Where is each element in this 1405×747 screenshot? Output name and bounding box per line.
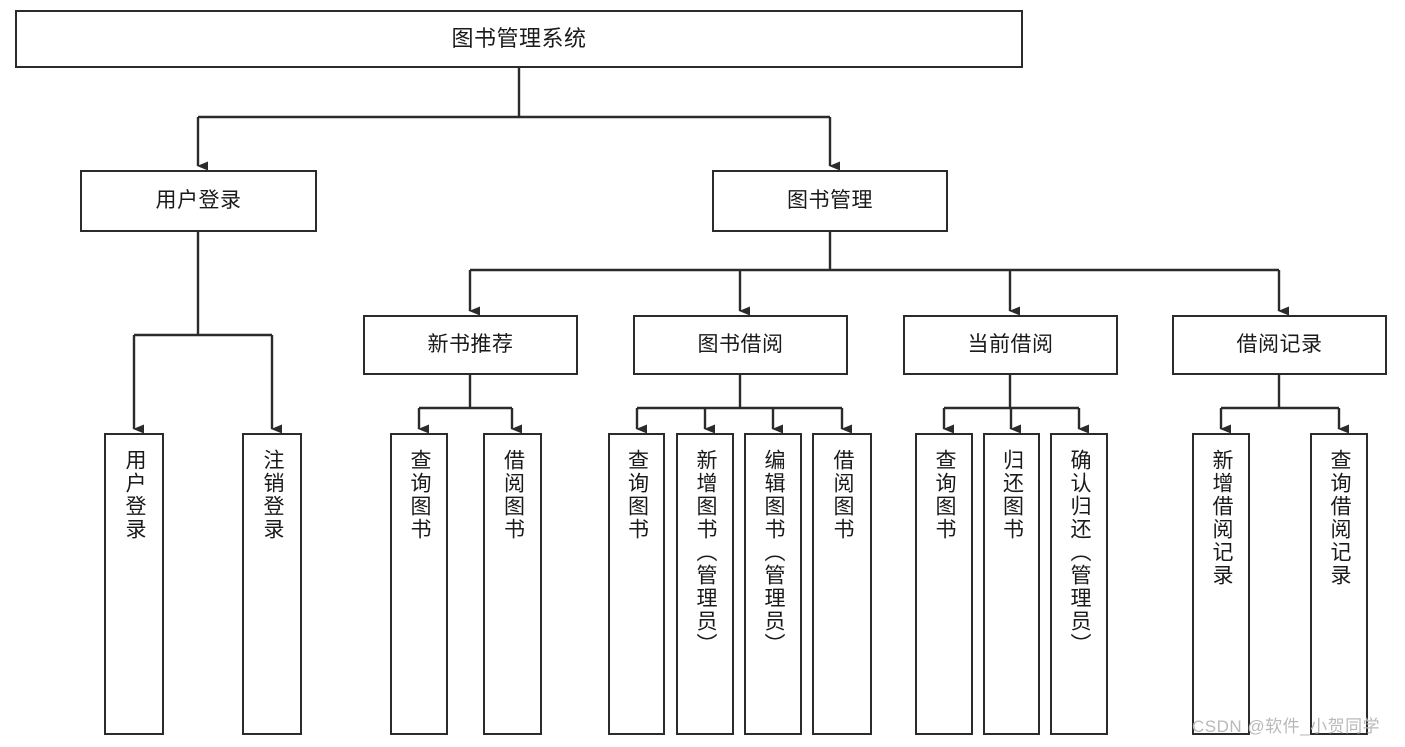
node-leaf-borrow-book-1-label: 借阅图书 xyxy=(501,449,525,541)
node-leaf-logout[interactable]: 注销登录 xyxy=(242,433,302,735)
node-leaf-borrow-book-1[interactable]: 借阅图书 xyxy=(483,433,542,735)
node-leaf-edit-book[interactable]: 编辑图书（管理员） xyxy=(744,433,802,735)
node-leaf-query-record-label: 查询借阅记录 xyxy=(1328,449,1352,587)
node-leaf-return-book[interactable]: 归还图书 xyxy=(983,433,1040,735)
node-current-borrow-label: 当前借阅 xyxy=(967,332,1054,356)
node-root[interactable]: 图书管理系统 xyxy=(15,10,1023,68)
node-book-borrow[interactable]: 图书借阅 xyxy=(633,315,848,375)
node-leaf-add-book-label: 新增图书（管理员） xyxy=(694,449,718,656)
node-leaf-add-record-label: 新增借阅记录 xyxy=(1210,449,1234,587)
node-leaf-confirm-return-label: 确认归还（管理员） xyxy=(1068,449,1092,656)
node-user-login-label: 用户登录 xyxy=(155,188,242,212)
node-leaf-query-record[interactable]: 查询借阅记录 xyxy=(1310,433,1368,735)
node-leaf-logout-label: 注销登录 xyxy=(261,449,285,541)
node-root-label: 图书管理系统 xyxy=(451,26,587,52)
node-leaf-query-book-2-label: 查询图书 xyxy=(625,449,649,541)
node-leaf-add-record[interactable]: 新增借阅记录 xyxy=(1192,433,1250,735)
node-new-book-recommend[interactable]: 新书推荐 xyxy=(363,315,578,375)
node-leaf-user-login-label: 用户登录 xyxy=(123,449,147,541)
node-book-manage-label: 图书管理 xyxy=(787,188,873,212)
node-leaf-query-book-3[interactable]: 查询图书 xyxy=(915,433,973,735)
node-book-borrow-label: 图书借阅 xyxy=(697,332,784,356)
csdn-watermark: CSDN @软件_小贺同学 xyxy=(1192,717,1381,736)
node-leaf-borrow-book-2-label: 借阅图书 xyxy=(831,449,855,541)
node-leaf-query-book-1[interactable]: 查询图书 xyxy=(390,433,448,735)
node-leaf-return-book-label: 归还图书 xyxy=(1000,449,1024,541)
node-user-login[interactable]: 用户登录 xyxy=(80,170,317,232)
node-current-borrow[interactable]: 当前借阅 xyxy=(903,315,1118,375)
node-leaf-user-login[interactable]: 用户登录 xyxy=(104,433,164,735)
node-leaf-query-book-1-label: 查询图书 xyxy=(408,449,432,541)
node-new-book-recommend-label: 新书推荐 xyxy=(427,332,514,356)
node-book-manage[interactable]: 图书管理 xyxy=(712,170,948,232)
node-leaf-query-book-2[interactable]: 查询图书 xyxy=(608,433,665,735)
node-leaf-add-book[interactable]: 新增图书（管理员） xyxy=(676,433,734,735)
node-leaf-confirm-return[interactable]: 确认归还（管理员） xyxy=(1050,433,1108,735)
node-borrow-record[interactable]: 借阅记录 xyxy=(1172,315,1387,375)
node-borrow-record-label: 借阅记录 xyxy=(1236,332,1323,356)
node-leaf-edit-book-label: 编辑图书（管理员） xyxy=(762,449,786,656)
node-leaf-borrow-book-2[interactable]: 借阅图书 xyxy=(812,433,872,735)
node-leaf-query-book-3-label: 查询图书 xyxy=(933,449,957,541)
